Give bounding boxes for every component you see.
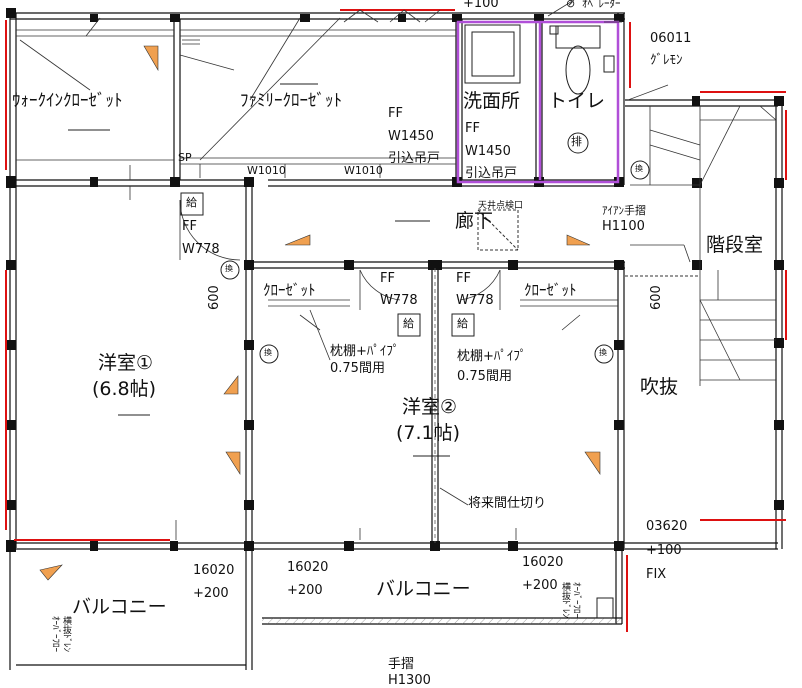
- drain-label: 排: [571, 135, 582, 148]
- iron-rail-label: ｱｲｱﾝ手摺: [602, 204, 646, 217]
- overflow-left: ｵｰﾊﾞｰﾌﾛｰ: [50, 616, 60, 653]
- drain-circle: [567, 132, 589, 154]
- door-type-family: 引込吊戸: [388, 151, 441, 166]
- door-ff-family: FF: [388, 106, 403, 121]
- hall-label: 廊下: [455, 210, 494, 232]
- window-glass: ｸﾞﾚﾓﾝ: [650, 53, 683, 68]
- future-partition-label: 将来間仕切り: [468, 496, 547, 511]
- w16020-a: 16020: [193, 563, 235, 578]
- walk-in-closet-label: ｳｫｰｸｲﾝｸﾛｰｾﾞｯﾄ: [12, 91, 123, 111]
- closet-lines: [16, 9, 456, 178]
- w16020-a-dim: +200: [193, 586, 229, 601]
- toilet-label: トイレ: [548, 90, 606, 112]
- overflow-right: ｵｰﾊﾞｰﾌﾛｰ: [571, 582, 581, 619]
- window-03620-dim: +100: [646, 543, 682, 558]
- closet-right-label: ｸﾛｰｾﾞｯﾄ: [524, 281, 577, 299]
- dim-600-left: 600: [207, 285, 222, 310]
- sp-label: SP: [178, 151, 192, 164]
- balcony-right-label: バルコニー: [376, 578, 471, 600]
- w778-mid-a: W778: [380, 293, 418, 308]
- handrail-hatch: [262, 618, 622, 624]
- ventilator-label: ｵﾍﾞﾚｰﾀｰ: [582, 0, 621, 10]
- columns: [6, 8, 784, 552]
- door-w-family: W1450: [388, 129, 434, 144]
- kyu-c: 給: [457, 317, 468, 330]
- room2-label: 洋室②: [402, 396, 458, 418]
- window-marks: [5, 9, 787, 632]
- room1-size: (6.8帖): [92, 378, 157, 400]
- w1010-b: W1010: [344, 164, 383, 177]
- kan-2: 換: [264, 348, 272, 357]
- iron-rail-height: H1100: [602, 219, 645, 234]
- door-type-wash: 引込吊戸: [465, 166, 518, 181]
- w778-mid-b: W778: [456, 293, 494, 308]
- supply-boxes: [180, 192, 475, 337]
- w778-room1: W778: [182, 242, 220, 257]
- dim-600-right: 600: [649, 285, 664, 310]
- ff-mid-a: FF: [380, 271, 395, 286]
- ff-room1: FF: [182, 219, 197, 234]
- door-ff-wash: FF: [465, 121, 480, 136]
- stair-label: 階段室: [706, 234, 764, 256]
- ff-mid-b: FF: [456, 271, 471, 286]
- shelf-a-length: 0.75間用: [330, 361, 385, 376]
- balcony-drain: [596, 597, 614, 619]
- void-label: 吹抜: [640, 376, 679, 398]
- top-elev-dim: +100: [463, 0, 499, 11]
- drain-right: 横抜ﾄﾞﾚﾝ: [560, 582, 570, 619]
- w16020-b-dim: +200: [287, 583, 323, 598]
- kyu-a: 給: [186, 196, 197, 209]
- ceiling-hatch-label: 天井点検口: [478, 201, 524, 211]
- orange-markers: [39, 45, 601, 581]
- handrail-height: H1300: [388, 673, 431, 688]
- kan-4: 換: [635, 164, 643, 173]
- closet-left-label: ｸﾛｰｾﾞｯﾄ: [263, 281, 316, 299]
- shelf-a: 枕棚+ﾊﾟｲﾌﾟ: [330, 344, 400, 359]
- drain-left: 横抜ﾄﾞﾚﾝ: [61, 616, 71, 653]
- kan-1: 換: [225, 264, 233, 273]
- toilet-fixture: [549, 25, 615, 95]
- kyu-b: 給: [403, 317, 414, 330]
- room1-label: 洋室①: [98, 352, 154, 374]
- balcony-left-label: バルコニー: [72, 596, 167, 618]
- wash-basin: [464, 24, 521, 84]
- room2-size: (7.1帖): [396, 422, 461, 444]
- window-03620: 03620: [646, 519, 688, 534]
- w1010-a: W1010: [247, 164, 286, 177]
- family-closet-label: ﾌｧﾐﾘｰｸﾛｰｾﾞｯﾄ: [240, 91, 342, 111]
- wet-area-outline: [456, 20, 620, 184]
- direction-arrows: [68, 83, 450, 457]
- w16020-c-dim: +200: [522, 578, 558, 593]
- w16020-b: 16020: [287, 560, 329, 575]
- door-w-wash: W1450: [465, 144, 511, 159]
- door-swings: [179, 199, 618, 361]
- shelf-b: 枕棚+ﾊﾟｲﾌﾟ: [457, 349, 527, 364]
- ventilator-symbol: ⊘: [566, 0, 576, 10]
- vent-circles: [220, 160, 650, 364]
- w16020-c: 16020: [522, 555, 564, 570]
- washroom-label: 洗面所: [463, 90, 521, 112]
- kan-3: 換: [599, 348, 607, 357]
- ceiling-hatch: [477, 209, 519, 251]
- stair: [630, 105, 777, 386]
- handrail-label: 手摺: [388, 657, 415, 672]
- window-06011: 06011: [650, 31, 692, 46]
- shelf-b-length: 0.75間用: [457, 369, 512, 384]
- fix-label: FIX: [646, 567, 667, 582]
